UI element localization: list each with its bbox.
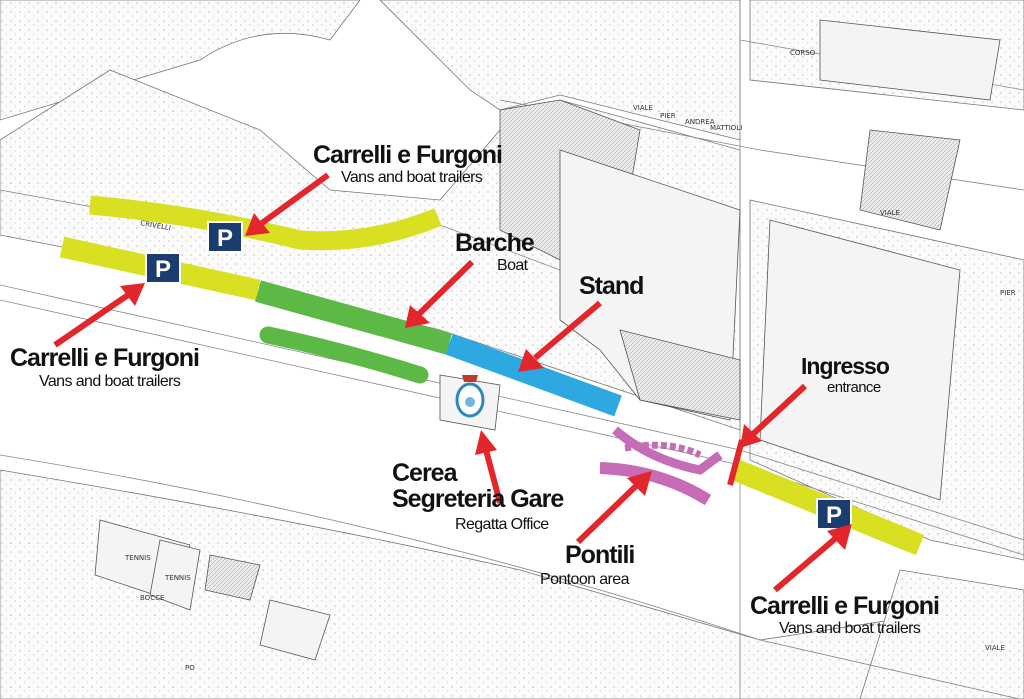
boats-zone xyxy=(255,280,452,355)
building-south xyxy=(204,554,261,601)
park-southeast xyxy=(859,569,1024,699)
arrow-parking-bottom xyxy=(773,524,852,593)
pontoons-title: Pontili xyxy=(565,541,634,569)
parking-bottom-title: Carrelli e Furgoni xyxy=(750,592,939,620)
pontoon-zone-walk xyxy=(624,441,702,459)
street-pier: PIER xyxy=(660,112,676,120)
tennis-court-2 xyxy=(149,539,201,611)
svg-text:P: P xyxy=(155,256,171,283)
tennis-court-3 xyxy=(259,599,331,661)
building-north xyxy=(819,19,1001,101)
arrow-boats xyxy=(405,259,475,328)
parking-left-subtitle: Vans and boat trailers xyxy=(39,373,181,390)
parking-top-subtitle: Vans and boat trailers xyxy=(341,169,483,186)
stand-zone xyxy=(445,333,622,417)
office-title-cerea: Cerea xyxy=(392,459,459,487)
entrance-title: Ingresso xyxy=(801,353,890,379)
stand-title: Stand xyxy=(579,272,643,300)
street-corso: CORSO xyxy=(790,49,816,57)
arrow-parking-left xyxy=(53,283,145,348)
svg-text:P: P xyxy=(217,225,233,252)
street-viale: VIALE xyxy=(633,104,653,112)
street-mattioli: MATTIOLI xyxy=(710,124,742,132)
parking-zone-top xyxy=(89,195,442,251)
svg-text:P: P xyxy=(826,502,842,529)
arrow-parking-top xyxy=(245,172,330,236)
cerea-crest-logo xyxy=(455,375,485,418)
parking-sign-right: P xyxy=(816,498,852,530)
entrance-subtitle: entrance xyxy=(827,379,881,396)
pontoon-zone-main xyxy=(599,462,712,506)
parking-left-title: Carrelli e Furgoni xyxy=(10,344,199,372)
arrow-entrance xyxy=(727,383,808,486)
office-title-segreteria: Segreteria Gare xyxy=(392,485,564,513)
park-north xyxy=(379,0,741,141)
building-courtyard xyxy=(619,329,741,421)
label-tennis-1: TENNIS xyxy=(124,554,151,562)
arrow-stand xyxy=(518,300,602,372)
street-viale-right: VIALE xyxy=(880,209,900,217)
label-po: PO xyxy=(185,664,195,672)
label-tennis-2: TENNIS xyxy=(164,574,191,582)
parking-top-title: Carrelli e Furgoni xyxy=(313,141,502,169)
parking-sign-left: P xyxy=(145,252,181,284)
street-viale-bottom: VIALE xyxy=(985,644,1005,652)
street-pier-right: PIER xyxy=(1000,289,1016,297)
office-subtitle: Regatta Office xyxy=(455,516,549,533)
boats-zone-lower xyxy=(259,326,429,384)
labels: Carrelli e Furgoni Vans and boat trailer… xyxy=(10,141,940,637)
street-andrea: ANDREA xyxy=(685,118,715,126)
arrows xyxy=(53,172,852,593)
parking-bottom-subtitle: Vans and boat trailers xyxy=(779,620,921,637)
pontoon-zone-upper xyxy=(612,426,723,475)
parking-sign-top: P xyxy=(207,221,243,253)
building-north-2 xyxy=(859,129,961,231)
arrow-office xyxy=(475,430,503,504)
building-east xyxy=(759,219,961,501)
boats-title: Barche xyxy=(455,229,535,257)
boats-subtitle: Boat xyxy=(497,257,529,274)
arrow-pontoons xyxy=(575,471,652,545)
label-bocce: BOCCE xyxy=(140,594,164,602)
river-bank-south xyxy=(0,454,1022,699)
pontoons-subtitle: Pontoon area xyxy=(540,571,630,588)
